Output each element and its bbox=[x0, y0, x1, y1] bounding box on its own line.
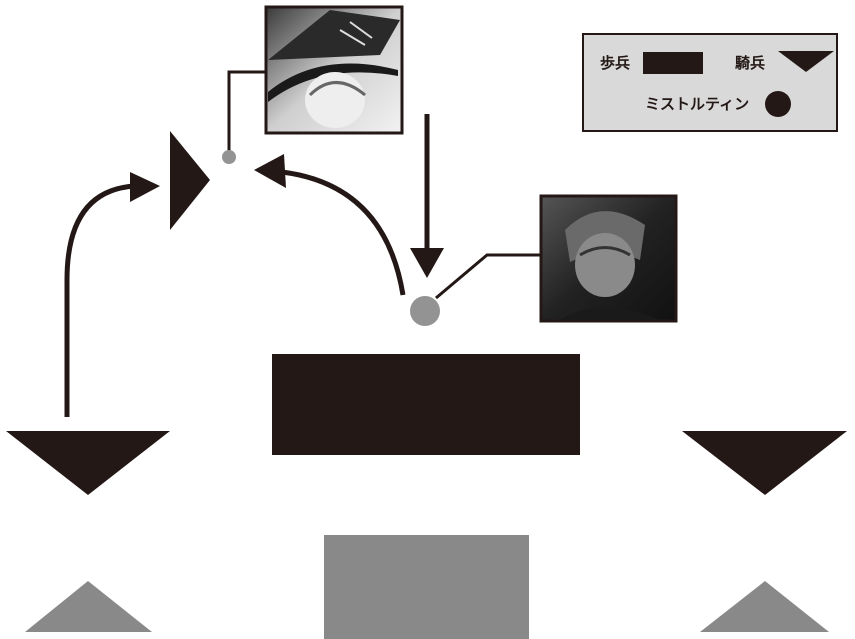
legend-mistilteinn-symbol bbox=[765, 91, 791, 117]
legend-mistilteinn-label: ミストルティン bbox=[645, 95, 749, 113]
center-return-arrowhead bbox=[254, 154, 286, 188]
legend-infantry-label: 歩兵 bbox=[600, 54, 630, 72]
mistilteinn-marker-small bbox=[222, 150, 236, 164]
enemy-cavalry-right bbox=[682, 431, 847, 495]
top-portrait-connector bbox=[227, 70, 266, 157]
enemy-infantry-block bbox=[272, 354, 580, 455]
right-portrait-connector bbox=[435, 253, 541, 300]
right-portrait-frame bbox=[539, 194, 678, 323]
enemy-cavalry-left bbox=[6, 431, 170, 495]
cavalry-unit-advancing bbox=[170, 131, 210, 230]
legend-cavalry-label: 騎兵 bbox=[735, 54, 765, 72]
legend-background bbox=[582, 33, 838, 132]
left-flank-arrow bbox=[64, 183, 136, 417]
down-arrowhead bbox=[410, 248, 444, 278]
legend-infantry-symbol bbox=[643, 52, 703, 74]
left-flank-arrowhead bbox=[130, 172, 160, 202]
legend-cavalry-symbol bbox=[778, 51, 834, 72]
top-portrait-frame bbox=[264, 5, 404, 135]
center-return-arrow bbox=[281, 169, 406, 296]
witch-hat-character-icon bbox=[268, 10, 400, 128]
allied-cavalry-left bbox=[25, 581, 152, 632]
allied-cavalry-right bbox=[700, 581, 829, 632]
allied-infantry-block bbox=[324, 535, 529, 639]
young-man-character-icon bbox=[560, 211, 660, 320]
mistilteinn-marker-large bbox=[410, 296, 440, 326]
legend: 歩兵 騎兵 ミストルティン bbox=[582, 33, 838, 132]
